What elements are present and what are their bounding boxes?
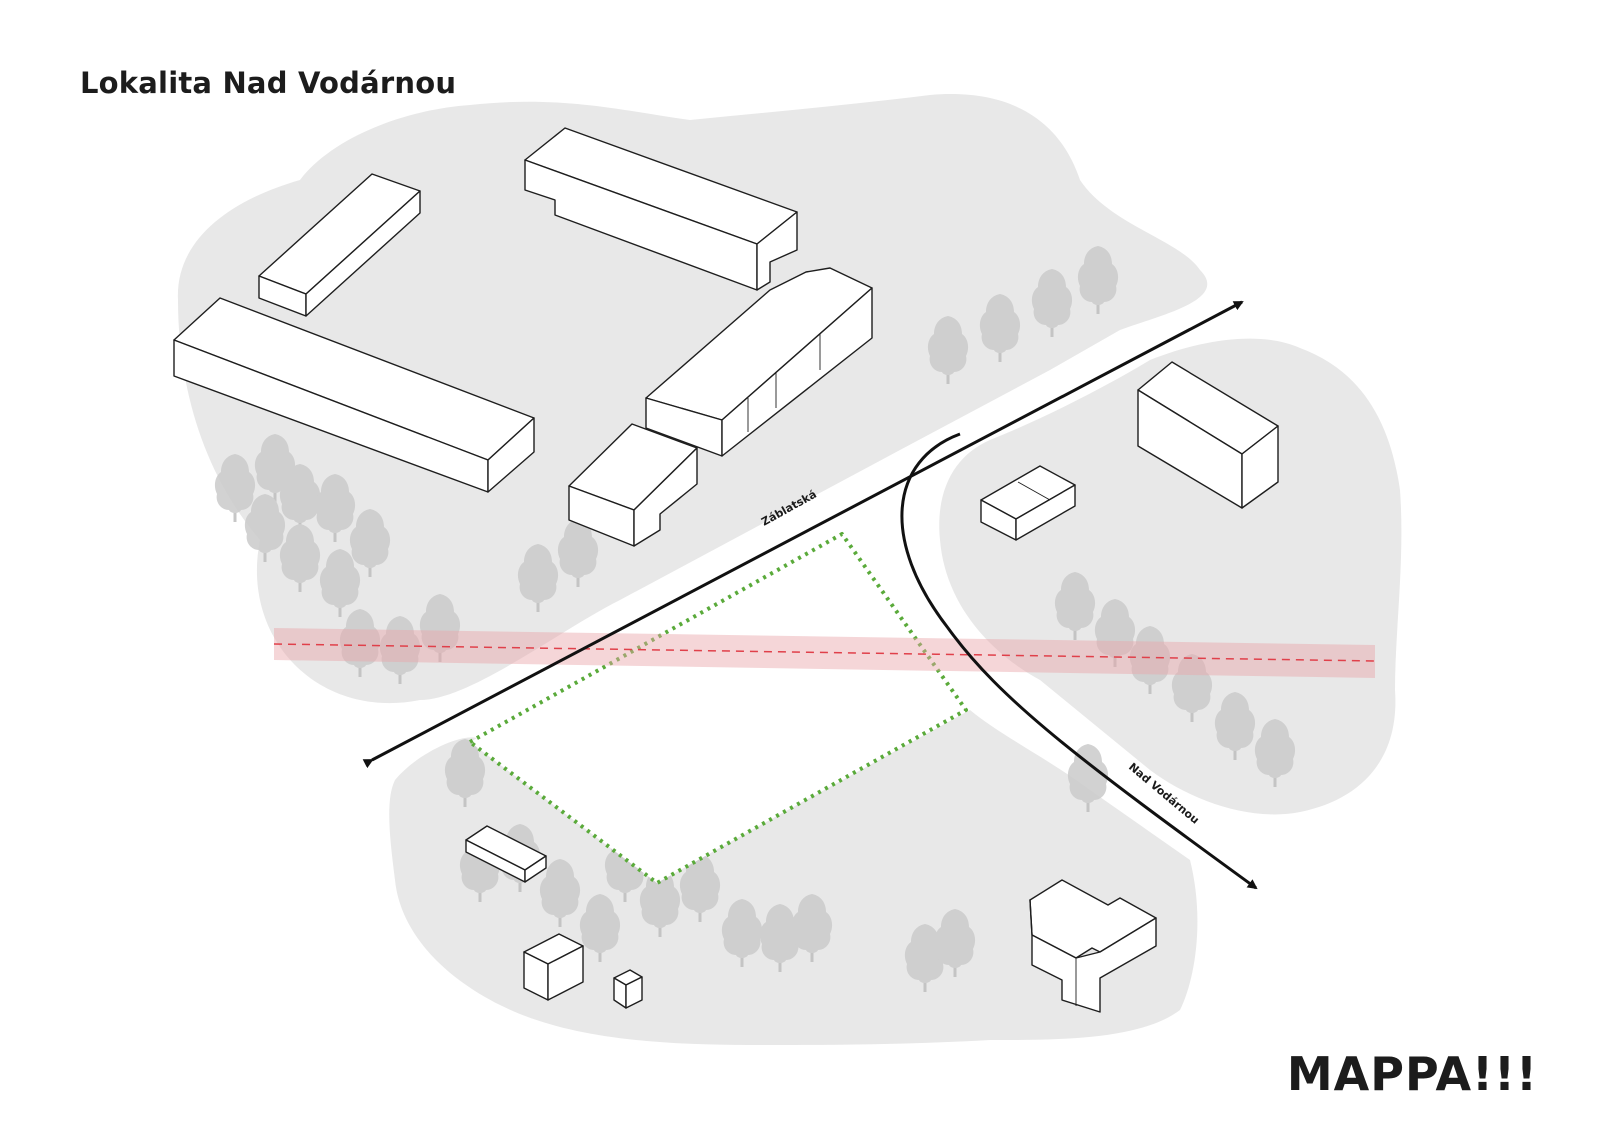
building [523, 933, 584, 1001]
page-title: Lokalita Nad Vodárnou [80, 66, 457, 100]
building [465, 825, 547, 883]
brand-logo: MAPPA!!! [1286, 1047, 1538, 1101]
building [258, 173, 421, 317]
building [1029, 879, 1157, 1013]
building [524, 127, 798, 291]
road-zablatska [362, 300, 1244, 769]
ground-zone-south [389, 710, 1198, 1045]
road-nad-vodarnou [900, 432, 1258, 890]
building [613, 969, 643, 1009]
